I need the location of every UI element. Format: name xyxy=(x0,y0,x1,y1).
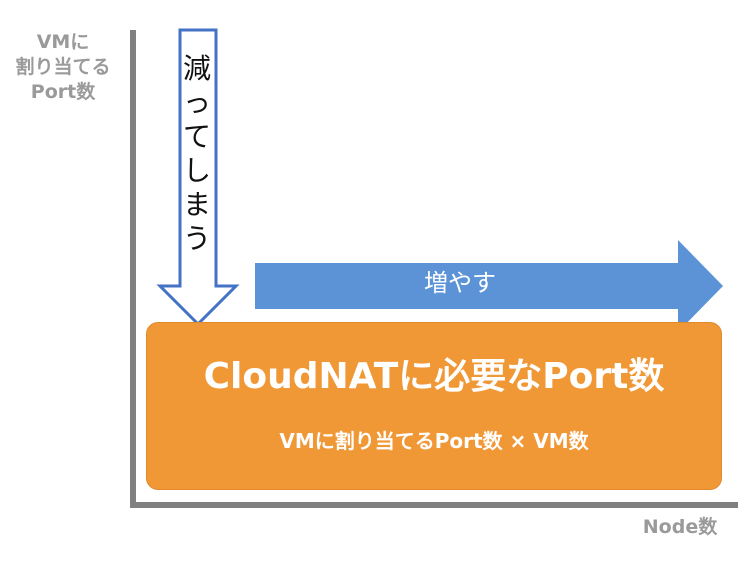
result-box: CloudNATに必要なPort数 VMに割り当てるPort数 × VM数 xyxy=(146,322,722,490)
decrease-arrow-char: っ xyxy=(182,86,211,119)
decrease-arrow-char: う xyxy=(182,222,211,255)
increase-arrow xyxy=(255,240,723,332)
decrease-arrow-char: ま xyxy=(182,188,211,221)
x-axis-line xyxy=(130,502,738,508)
decrease-arrow-char: し xyxy=(182,154,211,187)
decrease-arrow-label: 減 っ て し ま う xyxy=(180,52,214,256)
y-axis-label-line: Port数 xyxy=(30,81,96,103)
y-axis-label-line: 割り当てる xyxy=(15,56,111,78)
y-axis-label-line: VMに xyxy=(36,31,90,53)
y-axis-label: VMに 割り当てる Port数 xyxy=(0,30,126,105)
result-box-formula: VMに割り当てるPort数 × VM数 xyxy=(279,429,589,453)
result-box-title: CloudNATに必要なPort数 xyxy=(203,356,665,397)
x-axis-label: Node数 xyxy=(642,516,718,538)
decrease-arrow-char: て xyxy=(182,120,211,153)
decrease-arrow xyxy=(156,28,240,327)
y-axis-line xyxy=(130,30,136,508)
decrease-arrow-char: 減 xyxy=(182,52,211,85)
increase-arrow-label: 増やす xyxy=(424,269,496,297)
